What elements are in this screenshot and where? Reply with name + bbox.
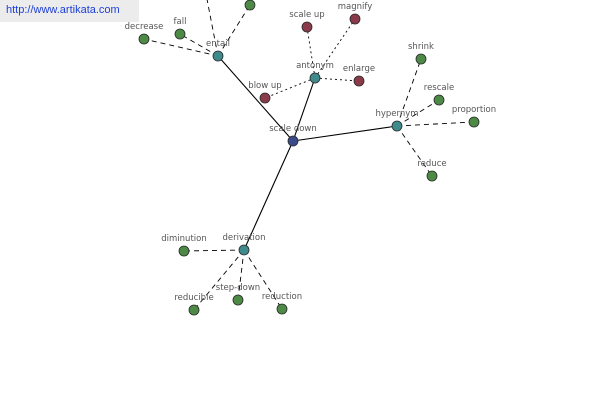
edge-scale-down-antonym xyxy=(292,77,316,142)
node-fall[interactable]: fall xyxy=(174,17,187,40)
node-reduce[interactable]: reduce xyxy=(417,159,447,182)
edge-scale-down-hypernym xyxy=(292,125,398,142)
node-label-hypernym[interactable]: hypernym xyxy=(375,109,418,119)
node-dot-diminution[interactable] xyxy=(178,245,190,257)
node-enlarge[interactable]: enlarge xyxy=(343,64,375,87)
node-dot-step-down[interactable] xyxy=(232,294,244,306)
node-dot-scale-up[interactable] xyxy=(301,21,313,33)
edge-antonym-scale-up xyxy=(306,26,316,79)
edge-antonym-blow-up xyxy=(264,77,316,99)
node-dot-fall[interactable] xyxy=(174,28,186,40)
node-dot-entail[interactable] xyxy=(212,50,224,62)
node-label-fall[interactable]: fall xyxy=(174,17,187,27)
edge-antonym-magnify xyxy=(314,18,356,79)
node-label-entail[interactable]: entail xyxy=(206,39,230,49)
node-label-antonym[interactable]: antonym xyxy=(296,61,334,71)
node-dot-entail-top-b[interactable] xyxy=(244,0,256,11)
node-dot-decrease[interactable] xyxy=(138,33,150,45)
edge-hypernym-shrink xyxy=(396,58,422,127)
edge-entail-decrease xyxy=(143,38,219,57)
edge-hypernym-reduce xyxy=(396,125,433,177)
node-label-scale-down[interactable]: scale down xyxy=(269,124,317,134)
node-label-decrease[interactable]: decrease xyxy=(125,22,164,32)
node-dot-reduce[interactable] xyxy=(426,170,438,182)
node-antonym[interactable]: antonym xyxy=(296,61,334,84)
node-dot-hypernym[interactable] xyxy=(391,120,403,132)
node-dot-proportion[interactable] xyxy=(468,116,480,128)
edge-derivation-reducible xyxy=(193,249,245,311)
node-dot-rescale[interactable] xyxy=(433,94,445,106)
node-label-step-down[interactable]: step-down xyxy=(216,283,260,293)
node-step-down[interactable]: step-down xyxy=(216,283,260,306)
edge-entail-entail-top-a xyxy=(206,0,219,57)
node-reducible[interactable]: reducible xyxy=(174,293,214,316)
edge-entail-fall xyxy=(179,33,219,57)
node-hypernym[interactable]: hypernym xyxy=(375,109,419,132)
node-dot-enlarge[interactable] xyxy=(353,75,365,87)
node-dot-magnify[interactable] xyxy=(349,13,361,25)
node-dot-blow-up[interactable] xyxy=(259,92,271,104)
node-label-diminution[interactable]: diminution xyxy=(161,234,206,244)
node-reduction[interactable]: reduction xyxy=(262,292,302,315)
edge-derivation-reduction xyxy=(243,249,283,310)
node-magnify[interactable]: magnify xyxy=(338,2,373,25)
node-dot-scale-down[interactable] xyxy=(287,135,299,147)
node-decrease[interactable]: decrease xyxy=(125,22,164,45)
edge-derivation-diminution xyxy=(183,249,245,252)
node-label-reduce[interactable]: reduce xyxy=(417,159,446,169)
graph-nodes: scale down entail antonym hypernym derivatio… xyxy=(125,0,496,316)
node-rescale[interactable]: rescale xyxy=(424,83,454,106)
node-derivation[interactable]: derivation xyxy=(222,233,266,256)
node-scale-down[interactable]: scale down xyxy=(269,124,317,147)
node-label-reduction[interactable]: reduction xyxy=(262,292,302,302)
node-scale-up[interactable]: scale up xyxy=(289,10,325,33)
watermark: http://www.artikata.com xyxy=(0,0,139,22)
node-label-magnify[interactable]: magnify xyxy=(338,2,373,12)
edge-scale-down-derivation xyxy=(243,140,294,251)
edge-entail-entail-top-b xyxy=(217,4,251,57)
node-dot-reducible[interactable] xyxy=(188,304,200,316)
node-label-scale-up[interactable]: scale up xyxy=(289,10,324,20)
node-dot-reduction[interactable] xyxy=(276,303,288,315)
edge-scale-down-entail xyxy=(217,55,294,142)
edge-antonym-enlarge xyxy=(314,77,360,82)
node-label-rescale[interactable]: rescale xyxy=(424,83,454,93)
node-dot-antonym[interactable] xyxy=(309,72,321,84)
node-entail[interactable]: entail xyxy=(206,39,230,62)
graph-edges xyxy=(143,0,475,311)
node-diminution[interactable]: diminution xyxy=(161,234,207,257)
node-proportion[interactable]: proportion xyxy=(452,105,496,128)
node-blow-up[interactable]: blow up xyxy=(248,81,282,104)
node-label-shrink[interactable]: shrink xyxy=(408,42,434,52)
node-dot-derivation[interactable] xyxy=(238,244,250,256)
node-label-blow-up[interactable]: blow up xyxy=(248,81,281,91)
node-shrink[interactable]: shrink xyxy=(408,42,434,65)
node-dot-shrink[interactable] xyxy=(415,53,427,65)
edge-hypernym-proportion xyxy=(396,121,475,127)
node-label-derivation[interactable]: derivation xyxy=(222,233,265,243)
watermark-url[interactable]: http://www.artikata.com xyxy=(6,4,120,16)
node-label-proportion[interactable]: proportion xyxy=(452,105,496,115)
node-entail-top-b[interactable] xyxy=(244,0,256,11)
node-label-enlarge[interactable]: enlarge xyxy=(343,64,375,74)
node-label-reducible[interactable]: reducible xyxy=(174,293,213,303)
